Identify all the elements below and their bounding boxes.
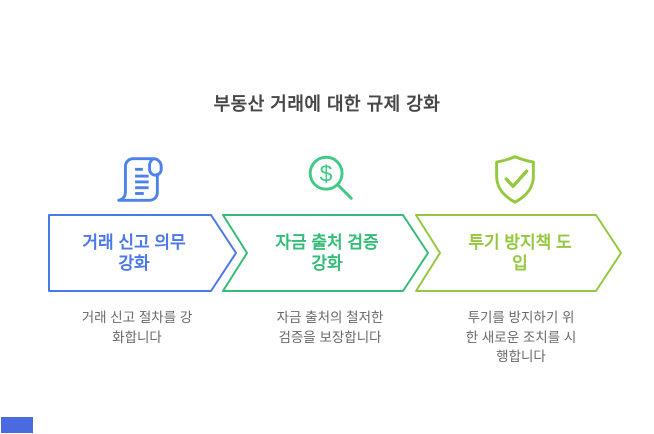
step-label: 거래 신고 의무 강화 (82, 232, 186, 273)
dollar-glyph: $ (320, 160, 333, 186)
step-description: 거래 신고 절차를 강 화합니다 (81, 310, 193, 345)
step-label: 투기 방지책 도 입 (468, 232, 572, 273)
page-title: 부동산 거래에 대한 규제 강화 (213, 94, 441, 114)
step-speculation-prevention: 투기 방지책 도 입 (415, 214, 623, 292)
step-description: 자금 출처의 철저한 검증을 보장합니다 (276, 310, 384, 345)
step-fund-source-verification: 자금 출처 검증 강화 (222, 214, 430, 292)
step-transaction-reporting: 거래 신고 의무 강화 (48, 214, 238, 292)
scroll-document-icon (109, 150, 167, 208)
watermark-square (1, 417, 33, 433)
shield-check-icon (486, 150, 544, 208)
step-description: 투기를 방지하기 위 한 새로운 조치를 시 행합니다 (465, 310, 577, 365)
dollar-magnifier-icon: $ (301, 150, 359, 208)
step-label: 자금 출처 검증 강화 (275, 232, 379, 273)
